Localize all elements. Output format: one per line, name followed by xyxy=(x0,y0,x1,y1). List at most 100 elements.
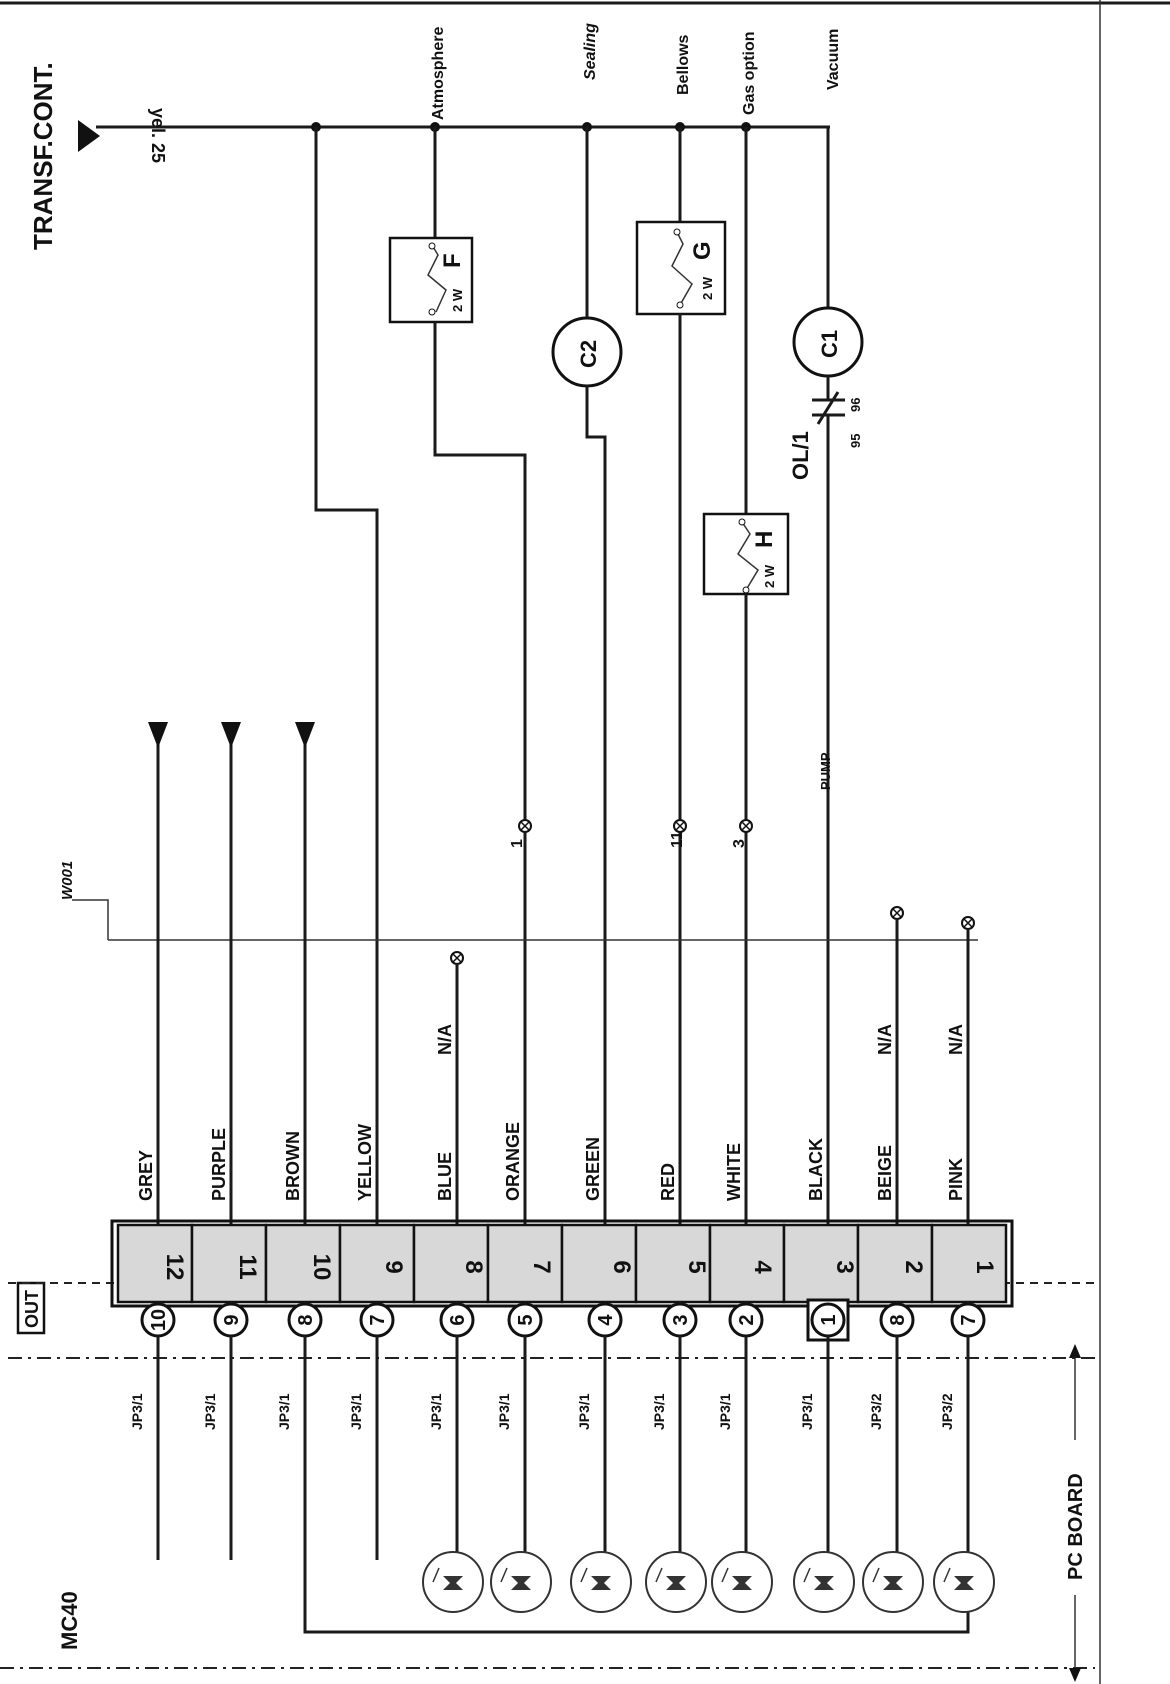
endcap-icon xyxy=(961,916,975,930)
terminal-number: 5 xyxy=(683,1260,710,1273)
terminal-strip-frame xyxy=(110,1219,1014,1308)
jp-label: JP3/1 xyxy=(276,1393,292,1430)
contactor-c1-label: C1 xyxy=(817,330,842,358)
out-number: 3 xyxy=(670,1314,692,1325)
terminal-cell xyxy=(856,1223,934,1304)
na-label: N/A xyxy=(946,1024,966,1055)
triac-arrow-icon xyxy=(666,1580,686,1590)
heater-h-rating: 2 W xyxy=(762,564,777,588)
out-number: 5 xyxy=(515,1314,537,1325)
triac-arrow-icon xyxy=(511,1580,531,1590)
w001-label: W001 xyxy=(59,861,76,900)
wire-yellow xyxy=(314,127,379,1302)
out-number: 2 xyxy=(736,1314,758,1325)
terminal-number: 2 xyxy=(900,1260,927,1273)
arrow-brown-icon xyxy=(295,722,315,748)
arrow-purple-icon xyxy=(221,722,241,748)
triac-gate xyxy=(721,1567,729,1583)
triac-gate xyxy=(655,1567,663,1583)
heater-g-rating: 2 W xyxy=(700,276,715,300)
pin-icon xyxy=(676,301,684,309)
terminal-number: 4 xyxy=(749,1260,776,1274)
na-label: N/A xyxy=(435,1024,455,1055)
jp-label: JP3/1 xyxy=(348,1393,364,1430)
mark-orange: 1 xyxy=(509,839,526,848)
endcap-icon xyxy=(518,819,532,833)
terminal-number: 10 xyxy=(308,1254,335,1281)
label-sealing: Sealing xyxy=(582,23,599,80)
terminal-number: 11 xyxy=(234,1254,261,1279)
triac-arrow-icon xyxy=(732,1580,752,1590)
label-bellows: Bellows xyxy=(675,34,692,95)
terminal-cell xyxy=(412,1223,490,1304)
heater-h-symbol xyxy=(737,521,759,591)
wire-color-label: BROWN xyxy=(283,1131,303,1201)
pin-icon xyxy=(428,308,436,316)
out-number: 1 xyxy=(818,1314,840,1325)
triac-gate xyxy=(500,1567,508,1583)
mark-white: 3 xyxy=(731,839,748,848)
wire-color-label: RED xyxy=(658,1163,678,1201)
wire-atmosphere-bottom xyxy=(433,322,527,820)
mc40-label: MC40 xyxy=(57,1591,82,1650)
contactor-c2-label: C2 xyxy=(576,340,601,368)
out-number: 7 xyxy=(367,1314,389,1325)
wire-color-label: BEIGE xyxy=(875,1145,895,1201)
wire-color-label: PURPLE xyxy=(209,1128,229,1201)
jp-label: JP3/1 xyxy=(496,1393,512,1430)
wire-color-label: YELLOW xyxy=(355,1124,375,1201)
triac-arrow-icon xyxy=(954,1580,974,1590)
arrow-grey-icon xyxy=(148,722,168,748)
triac-gate xyxy=(432,1567,440,1583)
wire-green xyxy=(585,386,607,1302)
triac-gate xyxy=(803,1567,811,1583)
endcap-icon xyxy=(673,819,687,833)
pump-label: PUMP xyxy=(818,752,833,790)
arrow-down-icon xyxy=(1069,1668,1081,1682)
ol-label: OL/1 xyxy=(788,431,813,480)
pin-icon xyxy=(428,242,436,250)
out-number: 10 xyxy=(148,1309,170,1331)
terminal-cell xyxy=(264,1223,342,1304)
return-bus xyxy=(303,1440,970,1634)
triac-arrow-icon xyxy=(883,1580,903,1590)
pin-icon xyxy=(673,228,681,236)
label-vacuum: Vacuum xyxy=(825,29,842,90)
terminal-number: 12 xyxy=(161,1254,188,1281)
terminal-number: 7 xyxy=(528,1260,555,1273)
endcap-icon xyxy=(739,819,753,833)
jp-label: JP3/2 xyxy=(868,1393,884,1430)
label-gas-option: Gas option xyxy=(741,31,758,115)
terminal-number: 6 xyxy=(608,1260,635,1273)
terminal-cell xyxy=(190,1223,268,1304)
out-number: 8 xyxy=(887,1314,909,1325)
heater-f xyxy=(388,236,474,324)
wire-color-label: GREEN xyxy=(583,1137,603,1201)
wire-color-label: ORANGE xyxy=(503,1122,523,1201)
jp-label: JP3/1 xyxy=(202,1393,218,1430)
out-number: 4 xyxy=(595,1314,617,1326)
heater-f-letter: F xyxy=(439,253,466,268)
w001-leader xyxy=(72,899,109,940)
endcap-icon xyxy=(450,951,464,965)
terminal-cell xyxy=(560,1223,638,1304)
title-transf-cont: TRANSF.CONT. xyxy=(28,62,58,250)
jp-label: JP3/1 xyxy=(428,1393,444,1430)
yel-label: yel. 25 xyxy=(148,108,168,163)
pin-icon xyxy=(738,518,746,526)
arrow-up-icon xyxy=(1069,1344,1081,1358)
pin-icon xyxy=(742,586,750,594)
ol-pin-95: 95 xyxy=(848,434,863,448)
supply-arrow-icon xyxy=(78,120,100,152)
wire-color-label: WHITE xyxy=(724,1143,744,1201)
endcap-icon xyxy=(890,906,904,920)
mark-red: 11 xyxy=(669,831,686,848)
out-number: 9 xyxy=(221,1314,243,1325)
terminal-cell xyxy=(634,1223,712,1304)
label-atmosphere: Atmosphere xyxy=(430,27,447,120)
na-label: N/A xyxy=(875,1024,895,1055)
heater-f-rating: 2 W xyxy=(450,288,465,312)
terminal-strip: 12GREY10JP3/111PURPLE9JP3/110BROWN8JP3/1… xyxy=(110,1024,1014,1613)
wire-color-label: GREY xyxy=(136,1150,156,1201)
